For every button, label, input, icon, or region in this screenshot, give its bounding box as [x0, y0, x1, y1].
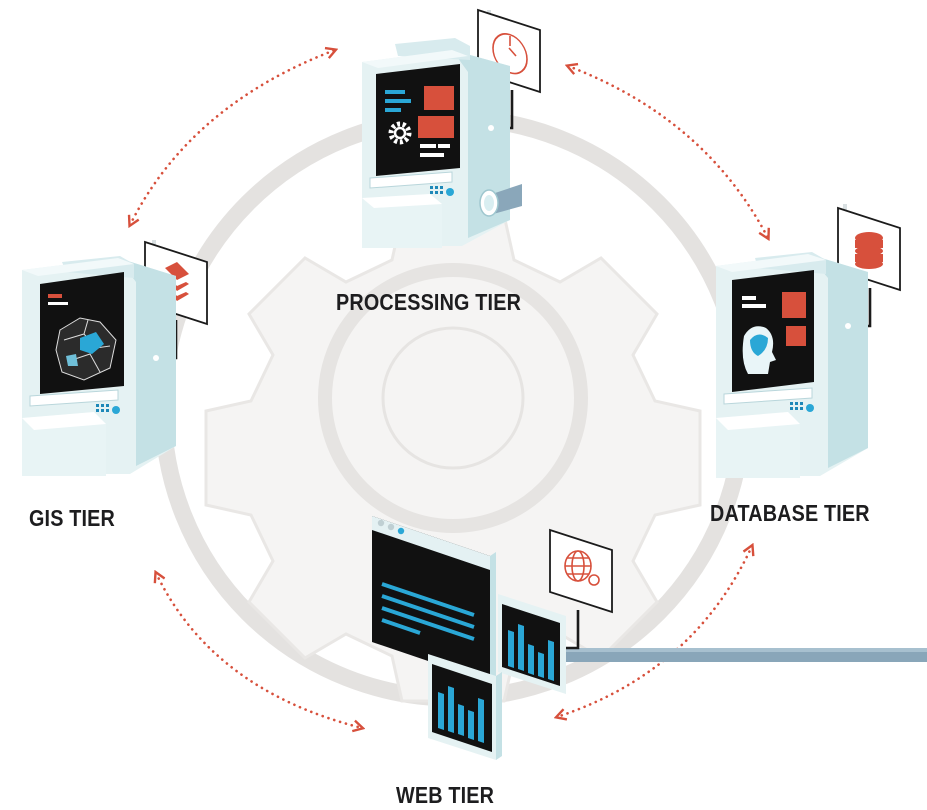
head-profile-graphic: [742, 326, 776, 374]
data-pipe: [565, 648, 927, 662]
arrow-processing-database: [568, 66, 768, 238]
gis-tier-label: GIS TIER: [29, 505, 116, 531]
arrow-database-web: [557, 546, 752, 717]
side-port: [479, 184, 522, 217]
globe-refresh-icon: [564, 550, 600, 586]
bar-chart-card-front: [428, 654, 502, 760]
processing-tier-label: PROCESSING TIER: [336, 289, 522, 315]
bar-chart-card-right: [498, 594, 566, 694]
web-tier-label: WEB TIER: [396, 782, 495, 808]
database-server: [716, 204, 901, 478]
arrow-gis-processing: [130, 50, 335, 225]
web-sign: [549, 528, 613, 650]
database-icon: [855, 232, 883, 269]
gis-server: [22, 240, 208, 476]
gear-icon: [388, 121, 412, 145]
map-graphic: [48, 294, 117, 381]
browser-window: [372, 516, 496, 682]
gear-hub-ring: [318, 263, 588, 533]
database-tier-label: DATABASE TIER: [710, 500, 870, 526]
connections: [130, 50, 768, 728]
arrow-gis-web: [156, 573, 362, 728]
web-tier-graphics: [372, 516, 613, 760]
processing-server: [362, 8, 541, 248]
gear-hub: [381, 326, 525, 470]
